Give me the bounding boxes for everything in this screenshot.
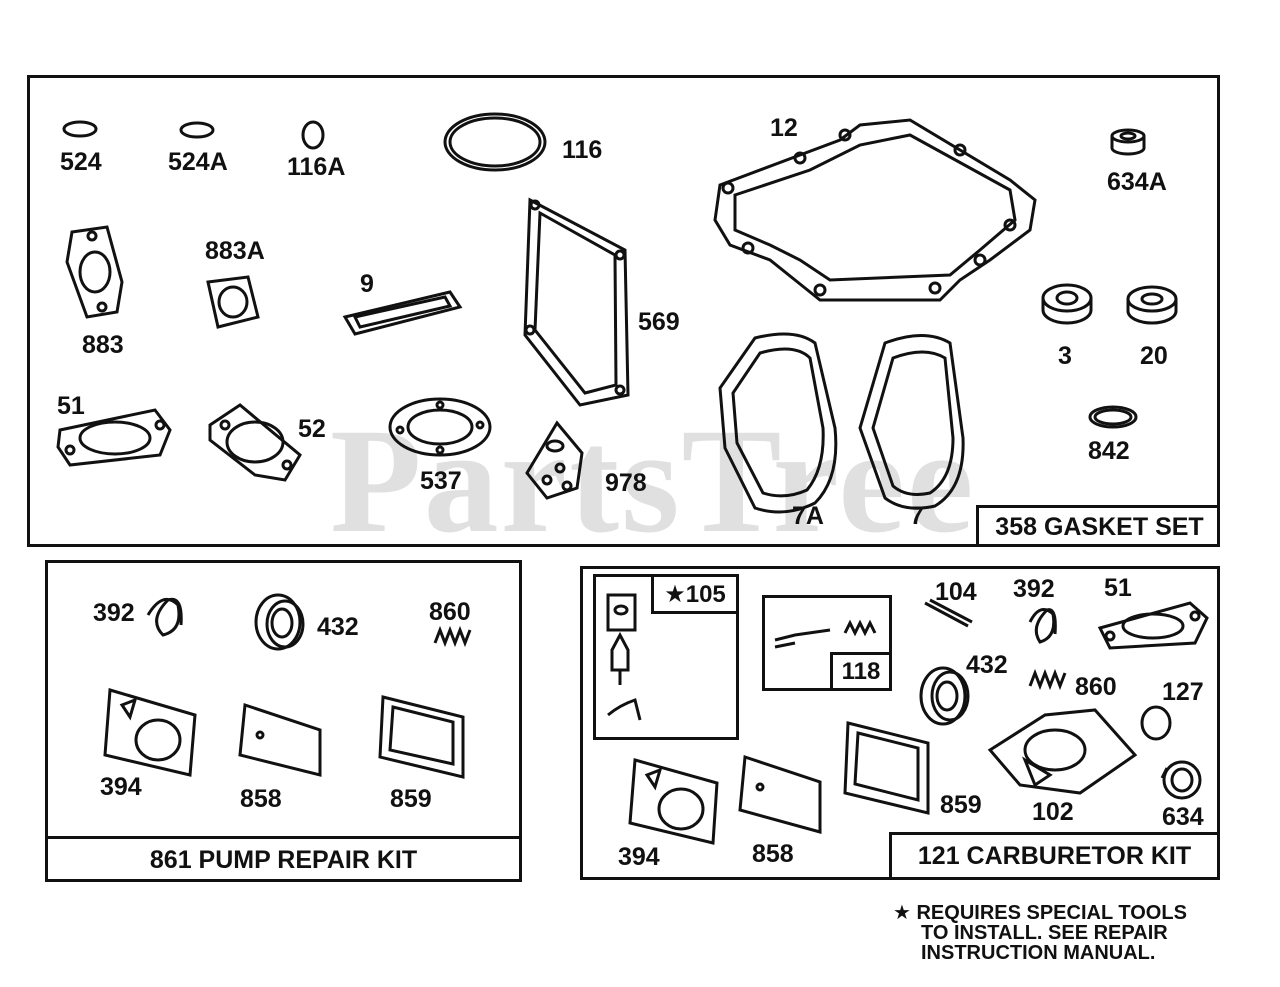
carb-label-392: 392 — [1013, 575, 1055, 603]
carb-part-432-icon — [919, 666, 970, 726]
pump-label-432: 432 — [317, 613, 359, 641]
pump-kit-title: 861 PUMP REPAIR KIT — [45, 836, 522, 882]
part-51-icon — [56, 408, 172, 467]
footnote: ★ REQUIRES SPECIAL TOOLS TO INSTALL. SEE… — [893, 903, 1187, 963]
carb-part-859-icon — [843, 721, 930, 815]
pump-repair-kit-panel: 861 PUMP REPAIR KIT — [45, 560, 522, 882]
label-7a: 7A — [792, 502, 824, 530]
pump-label-859: 859 — [390, 785, 432, 813]
label-12: 12 — [770, 114, 798, 142]
part-9-icon — [342, 290, 463, 336]
pump-label-394: 394 — [100, 773, 142, 801]
carb-label-858: 858 — [752, 840, 794, 868]
part-569-icon — [523, 197, 630, 407]
carb-label-127: 127 — [1162, 678, 1204, 706]
part-118-box — [762, 595, 892, 691]
label-7: 7 — [910, 502, 924, 530]
part-52-icon — [208, 403, 302, 482]
label-20: 20 — [1140, 342, 1168, 370]
part-12-icon — [713, 118, 1037, 302]
watermark: PartsTree — [330, 398, 976, 564]
pump-label-392: 392 — [93, 599, 135, 627]
footnote-line-3: INSTRUCTION MANUAL. — [921, 942, 1156, 964]
carb-label-51: 51 — [1104, 574, 1132, 602]
carb-part-858-icon — [738, 754, 822, 834]
label-52: 52 — [298, 415, 326, 443]
tag-118: 118 — [830, 652, 892, 691]
carburetor-kit-panel — [580, 566, 1220, 880]
part-7-icon — [858, 334, 965, 510]
label-569: 569 — [638, 308, 680, 336]
part-860-icon — [433, 625, 472, 648]
part-7a-icon — [718, 332, 838, 514]
footnote-line-1: ★ REQUIRES SPECIAL TOOLS — [893, 902, 1187, 924]
label-883: 883 — [82, 331, 124, 359]
carb-label-432: 432 — [966, 651, 1008, 679]
carb-label-860: 860 — [1075, 673, 1117, 701]
carb-part-51-icon — [1097, 601, 1209, 650]
footnote-line-2: TO INSTALL. SEE REPAIR — [921, 922, 1168, 944]
carb-part-392-icon — [1028, 608, 1057, 644]
pump-label-860: 860 — [429, 598, 471, 626]
carb-label-102: 102 — [1032, 798, 1074, 826]
carb-label-104: 104 — [935, 578, 977, 606]
part-524a-icon — [179, 121, 215, 139]
pump-label-858: 858 — [240, 785, 282, 813]
carb-label-394: 394 — [618, 843, 660, 871]
part-842-icon — [1088, 405, 1138, 429]
part-105-icon — [606, 593, 642, 721]
part-394-icon — [103, 688, 197, 777]
part-116-icon — [443, 112, 547, 172]
part-116a-icon — [301, 120, 325, 150]
part-3-icon — [1041, 283, 1093, 325]
tag-105: ★105 — [651, 574, 739, 614]
part-858-icon — [238, 702, 322, 777]
carb-kit-title: 121 CARBURETOR KIT — [889, 832, 1217, 877]
label-116: 116 — [562, 136, 603, 164]
label-537: 537 — [420, 467, 462, 495]
part-127-icon — [1140, 705, 1172, 741]
part-537-icon — [388, 397, 492, 457]
carb-part-394-icon — [628, 758, 719, 845]
part-634-icon — [1160, 760, 1202, 800]
gasket-set-panel: 358 GASKET SET — [27, 75, 1220, 547]
label-524a: 524A — [168, 148, 228, 176]
gasket-set-title: 358 GASKET SET — [976, 505, 1220, 547]
label-51: 51 — [57, 392, 85, 420]
part-634a-icon — [1110, 128, 1146, 156]
label-978: 978 — [605, 469, 647, 497]
label-116a: 116A — [287, 153, 346, 181]
label-3: 3 — [1058, 342, 1072, 370]
part-118-icon — [774, 619, 877, 649]
part-883-icon — [65, 225, 124, 319]
part-432-icon — [254, 593, 305, 651]
carb-label-859: 859 — [940, 791, 982, 819]
carb-label-634: 634 — [1162, 803, 1204, 831]
part-392-icon — [146, 597, 183, 637]
part-102-icon — [987, 708, 1138, 795]
part-978-icon — [525, 420, 584, 500]
part-859-icon — [378, 695, 465, 779]
label-9: 9 — [360, 270, 374, 298]
part-20-icon — [1126, 285, 1178, 325]
label-842: 842 — [1088, 437, 1130, 465]
label-883a: 883A — [205, 237, 265, 265]
part-524-icon — [62, 120, 98, 138]
part-104-icon — [924, 598, 973, 628]
part-883a-icon — [206, 275, 260, 329]
label-524: 524 — [60, 148, 102, 176]
carb-part-860-icon — [1028, 668, 1067, 691]
label-634a: 634A — [1107, 168, 1167, 196]
